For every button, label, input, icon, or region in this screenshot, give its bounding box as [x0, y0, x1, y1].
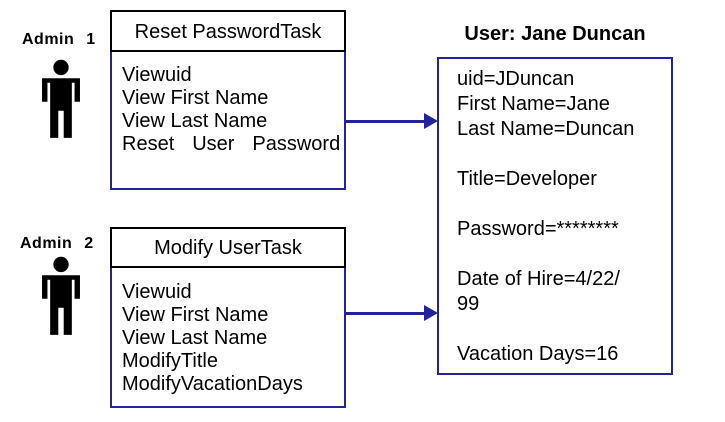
permission-line: ModifyTitle: [122, 350, 218, 372]
task-permission-list: Viewuid View First Name View Last Name R…: [110, 52, 346, 190]
permission-line: View First Name: [122, 87, 269, 109]
arrow-head-icon: [424, 113, 438, 129]
permission-line: View First Name: [122, 304, 269, 326]
task-title: Reset PasswordTask: [110, 10, 346, 52]
user-record-box: uid=JDuncan First Name=Jane Last Name=Du…: [437, 57, 673, 375]
task-title: Modify UserTask: [110, 227, 346, 268]
permission-line: Viewuid: [122, 64, 192, 86]
permission-line: View Last Name: [122, 110, 268, 132]
actor-label-admin-1: Admin 1: [22, 31, 96, 48]
arrow-head-icon: [424, 305, 438, 321]
blank-line: [457, 242, 665, 267]
user-attribute-line: Date of Hire=4/22/: [457, 268, 620, 290]
actor-label-admin-2: Admin 2: [20, 235, 94, 252]
arrow-shaft: [346, 312, 424, 315]
user-attribute-line: uid=JDuncan: [457, 68, 575, 90]
user-attribute-line: 99: [457, 293, 480, 315]
person-icon: [33, 58, 89, 140]
arrow-shaft: [346, 120, 424, 123]
user-record-title: User: Jane Duncan: [464, 23, 646, 45]
user-attribute-line: Password=********: [457, 218, 619, 240]
user-attribute-line: Vacation Days=16: [457, 343, 619, 365]
permission-line: Viewuid: [122, 281, 192, 303]
permission-line: Reset User Password: [122, 133, 341, 155]
permission-line: ModifyVacationDays: [122, 373, 303, 395]
blank-line: [457, 192, 665, 217]
blank-line: [457, 142, 665, 167]
user-attribute-line: First Name=Jane: [457, 93, 610, 115]
task-permission-list: Viewuid View First Name View Last Name M…: [110, 268, 346, 408]
user-attribute-line: Last Name=Duncan: [457, 118, 635, 140]
task-box-modify-user: Modify UserTask Viewuid View First Name …: [110, 227, 346, 408]
task-box-reset-password: Reset PasswordTask Viewuid View First Na…: [110, 10, 346, 190]
person-icon: [33, 255, 89, 337]
blank-line: [457, 317, 665, 342]
user-attribute-line: Title=Developer: [457, 168, 597, 190]
permission-line: View Last Name: [122, 327, 268, 349]
